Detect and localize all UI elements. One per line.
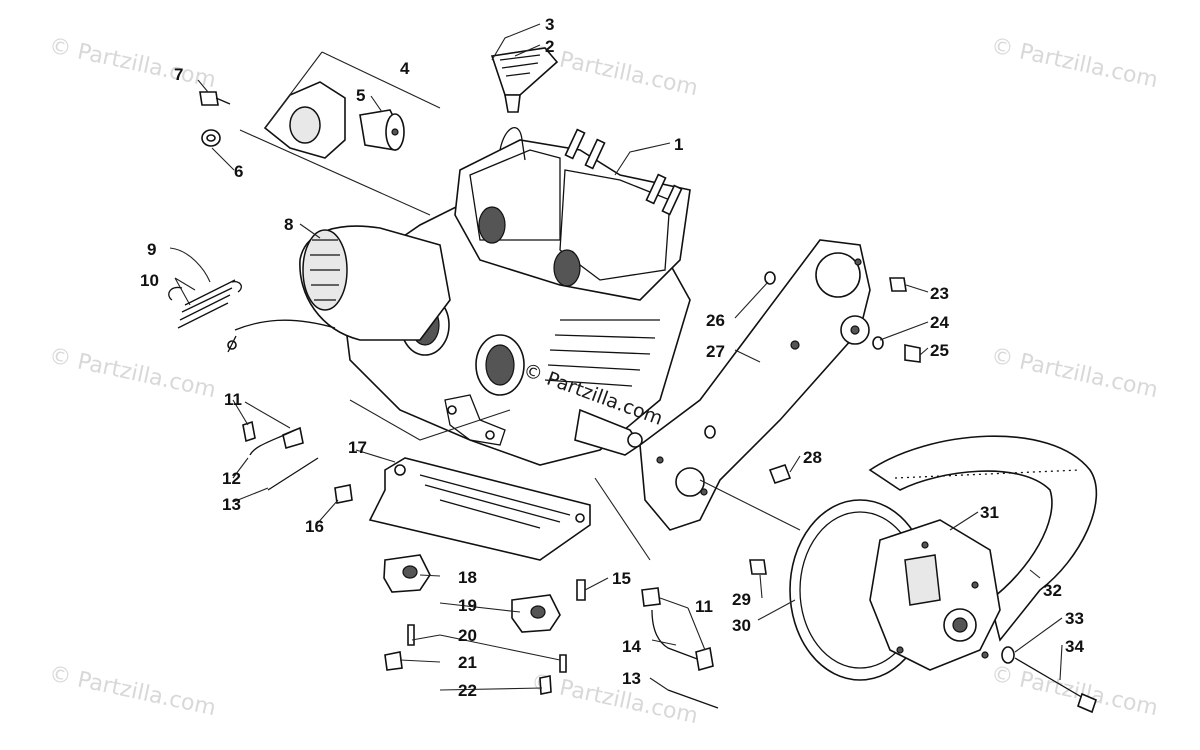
callout-11b: 11 <box>695 597 713 616</box>
callout-6: 6 <box>234 162 243 181</box>
callout-3: 3 <box>545 15 554 34</box>
callout-5: 5 <box>356 86 365 105</box>
callout-13b: 13 <box>622 669 641 688</box>
drive-plate <box>639 239 921 531</box>
mount-cover <box>199 81 405 159</box>
drive-clutch <box>749 435 1098 714</box>
callout-29: 29 <box>732 590 751 609</box>
callout-32: 32 <box>1043 581 1062 600</box>
callout-16: 16 <box>305 517 324 536</box>
starter-handle <box>490 47 559 113</box>
callout-1: 1 <box>674 135 683 154</box>
leader-lines <box>169 23 1063 691</box>
watermark: © Partzilla.com <box>989 33 1160 93</box>
callout-33: 33 <box>1065 609 1084 628</box>
hose-left <box>242 420 319 491</box>
recoil-starter <box>227 225 451 353</box>
callout-12: 12 <box>222 469 241 488</box>
watermark: © Partzilla.com <box>989 343 1160 403</box>
callout-14: 14 <box>622 637 641 656</box>
callout-31: 31 <box>980 503 999 522</box>
callout-19: 19 <box>458 596 477 615</box>
watermark: © Partzilla.com <box>47 343 218 403</box>
watermark: © Partzilla.com <box>47 661 218 721</box>
callout-30: 30 <box>732 616 751 635</box>
callout-10: 10 <box>140 271 159 290</box>
callout-15: 15 <box>612 569 631 588</box>
callout-22: 22 <box>458 681 477 700</box>
callout-4: 4 <box>400 59 410 78</box>
watermark: © Partzilla.com <box>989 661 1160 721</box>
engine-mount-plate <box>334 457 591 695</box>
watermark: © Partzilla.com <box>47 33 218 93</box>
callout-18: 18 <box>458 568 477 587</box>
hose-right <box>641 587 719 709</box>
callout-25: 25 <box>930 341 949 360</box>
exhaust-springs <box>168 279 242 329</box>
callout-21: 21 <box>458 653 477 672</box>
callout-labels: 1 2 3 4 5 6 7 8 9 10 11 12 13 16 17 18 1… <box>140 15 1084 700</box>
callout-8: 8 <box>284 215 293 234</box>
callout-13: 13 <box>222 495 241 514</box>
callout-11: 11 <box>224 390 242 409</box>
callout-24: 24 <box>930 313 949 332</box>
callout-23: 23 <box>930 284 949 303</box>
callout-17: 17 <box>348 438 367 457</box>
callout-2: 2 <box>545 37 554 56</box>
spark-plug-icon <box>564 128 683 216</box>
callout-20: 20 <box>458 626 477 645</box>
callout-28: 28 <box>803 448 822 467</box>
callout-27: 27 <box>706 342 725 361</box>
callout-34: 34 <box>1065 637 1084 656</box>
callout-9: 9 <box>147 240 156 259</box>
callout-7: 7 <box>174 65 183 84</box>
callout-26: 26 <box>706 311 725 330</box>
watermark: © Partzilla.com <box>529 669 700 729</box>
